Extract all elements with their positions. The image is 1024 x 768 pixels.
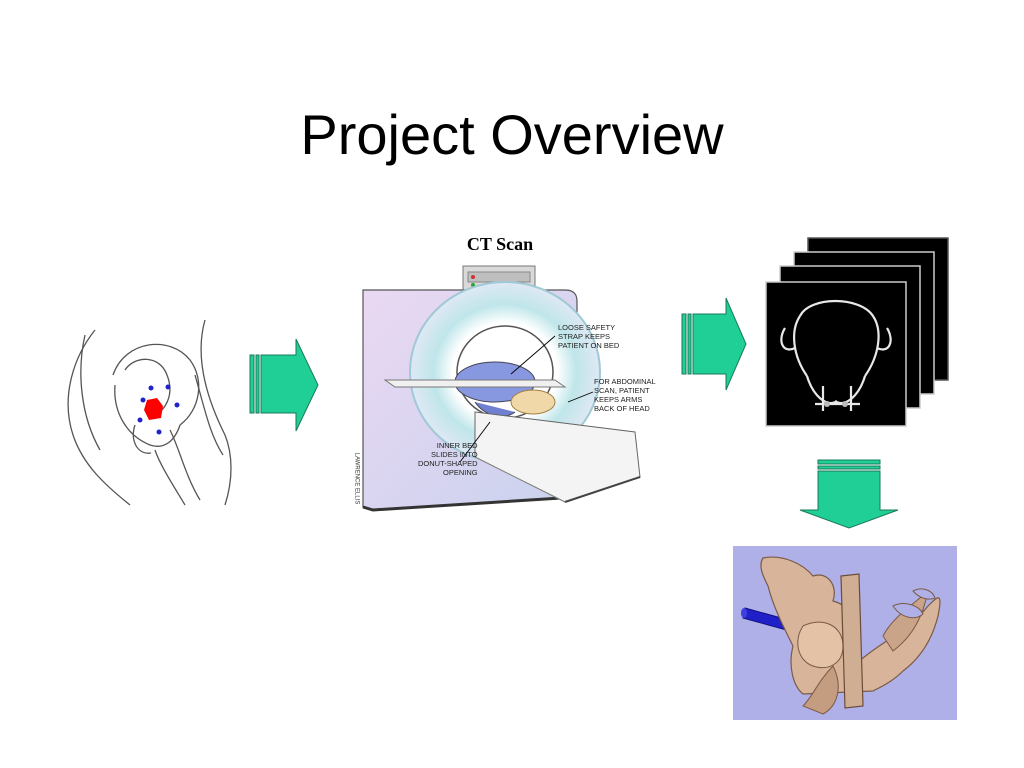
ct-scan-title: CT Scan xyxy=(466,234,534,254)
flow-arrow-right-icon xyxy=(249,338,319,432)
flow-arrow-down-icon xyxy=(799,459,899,529)
callout-inner-bed: INNER BED SLIDES INTO DONUT-SHAPED OPENI… xyxy=(418,441,478,477)
pelvis-cross-section xyxy=(780,299,892,411)
callout-safety-strap: LOOSE SAFETY STRAP KEEPS PATIENT ON BED xyxy=(558,323,620,350)
callout-abdominal-scan: FOR ABDOMINAL SCAN, PATIENT KEEPS ARMS B… xyxy=(594,377,656,413)
flow-arrow-right-icon xyxy=(681,297,747,391)
fracture-marker xyxy=(144,398,163,420)
ct-scanner-illustration xyxy=(362,265,641,512)
ct-slice-stack xyxy=(765,237,949,427)
pelvis-sketch xyxy=(67,319,232,506)
pelvis-3d-model xyxy=(733,546,957,720)
illustration-credit: LAWRENCE ELLIS xyxy=(353,452,360,505)
slide-title: Project Overview xyxy=(300,103,724,166)
pin-markers xyxy=(137,384,180,435)
